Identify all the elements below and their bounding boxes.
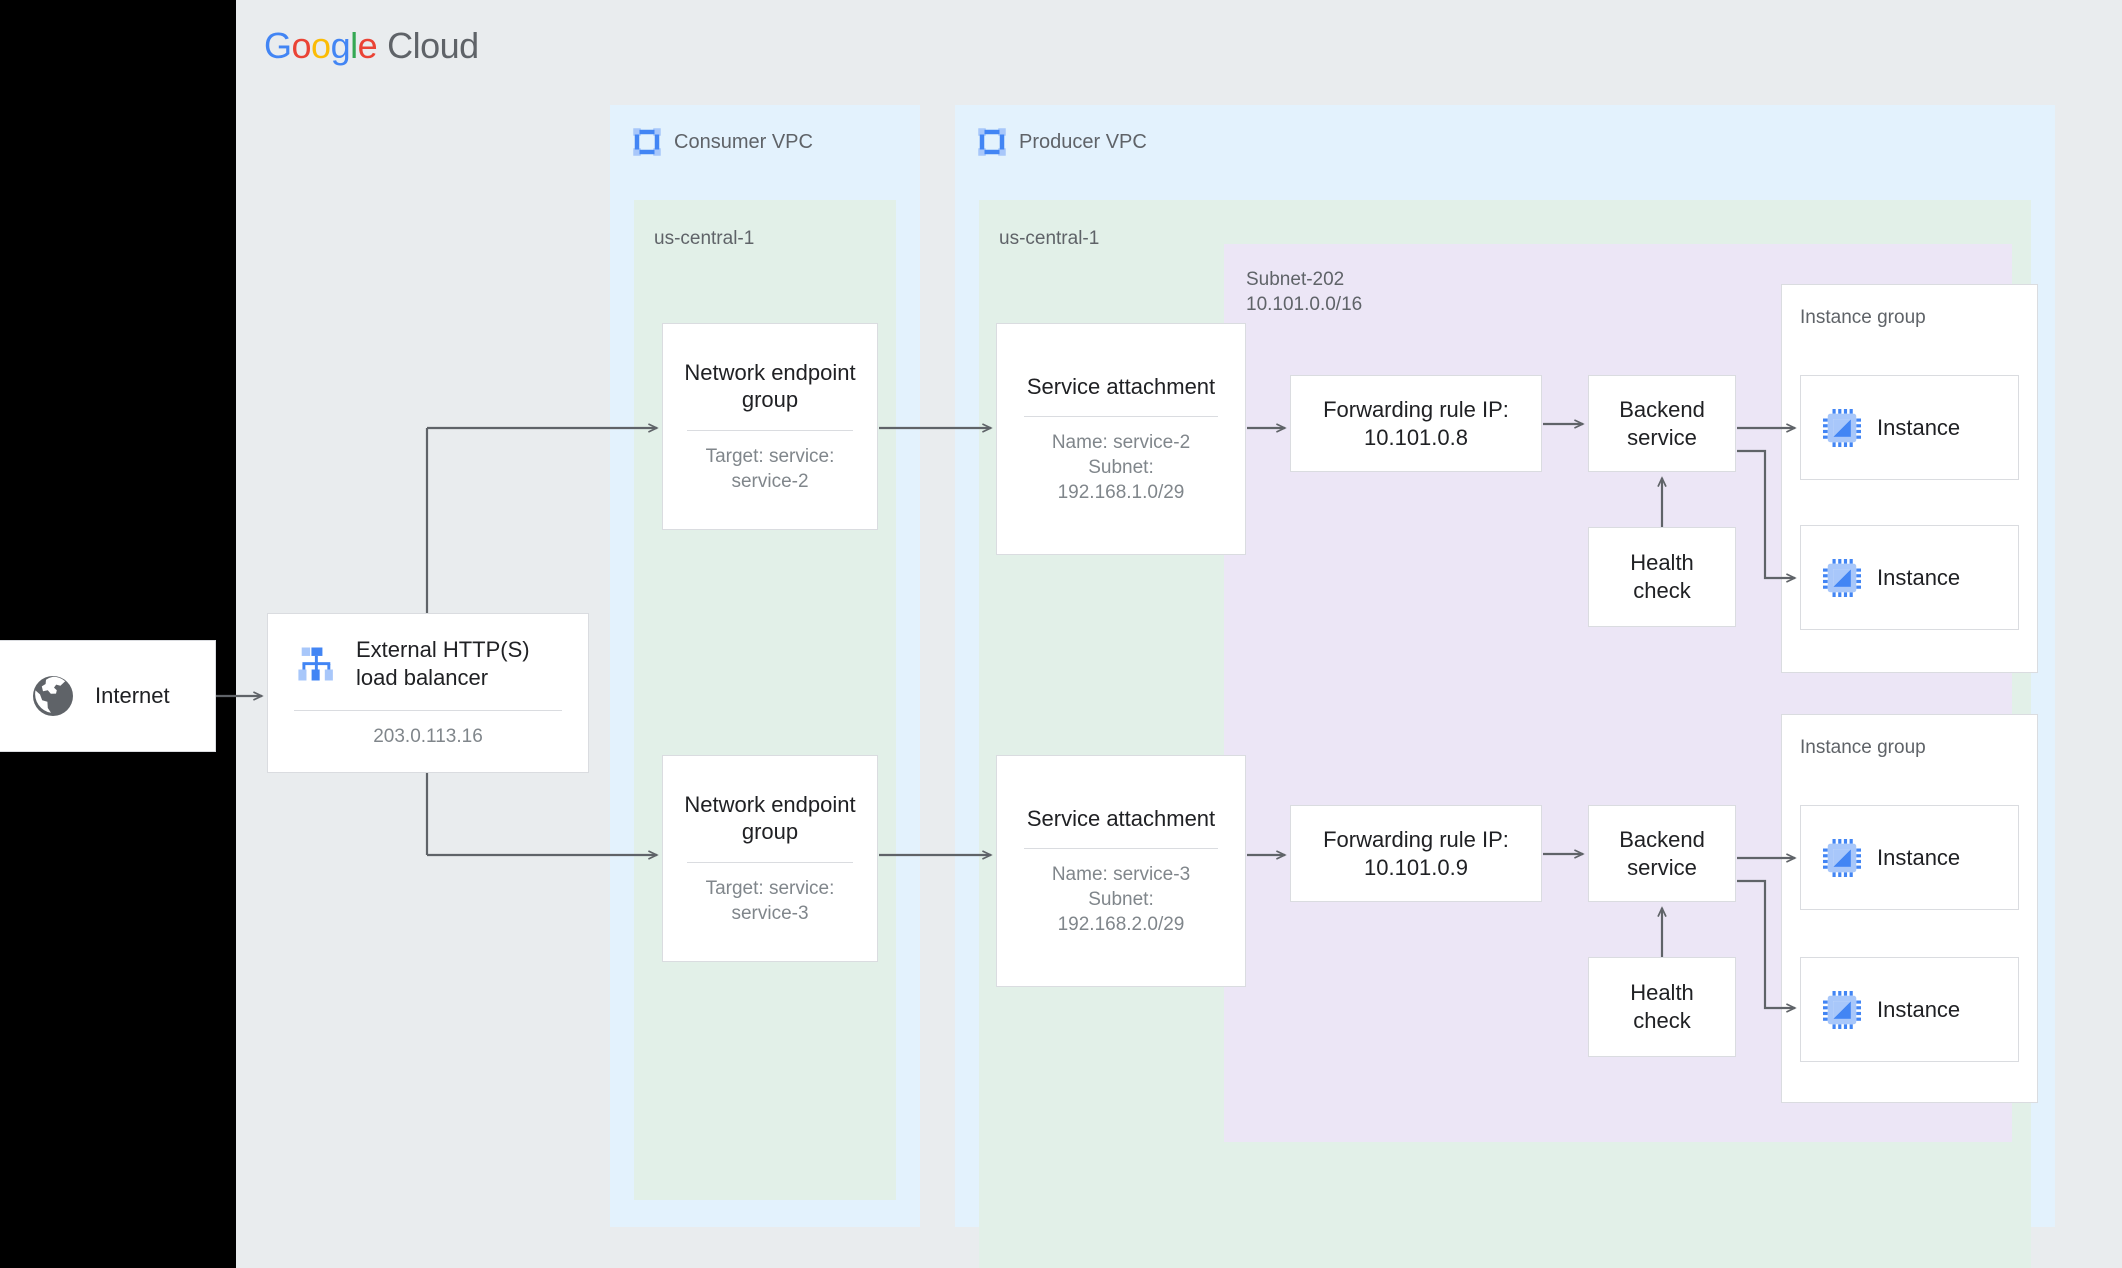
instance-1-1-label: Instance [1877, 414, 1961, 440]
forwarding-rule-1-title: Forwarding rule IP: 10.101.0.8 [1323, 396, 1509, 450]
service-attachment-2-separator [1024, 848, 1218, 850]
neg-2-title: Network endpoint group [684, 791, 856, 845]
vpc-icon [978, 128, 1006, 156]
neg-1-target: Target: service: service-2 [705, 446, 835, 492]
load-balancer-head: External HTTP(S) load balancer [268, 636, 588, 691]
neg-1-separator [686, 430, 854, 432]
instance-group-2-label: Instance group [1800, 737, 1926, 758]
service-attachment-1[interactable]: Service attachment Name: service-2 Subne… [996, 323, 1246, 555]
instance-1-1[interactable]: Instance [1800, 375, 2019, 480]
external-http-load-balancer[interactable]: External HTTP(S) load balancer 203.0.113… [267, 613, 589, 773]
subnet-202-label: Subnet-202 10.101.0.0/16 [1246, 269, 1363, 316]
logo-letter-g1: G [264, 25, 292, 66]
producer-region-label: us-central-1 [999, 228, 1100, 249]
consumer-vpc-container: Consumer VPC us-central-1 [610, 105, 920, 1227]
instance-1-2-label: Instance [1877, 564, 1961, 590]
backend-service-2[interactable]: Backend service [1588, 805, 1736, 902]
health-check-1-title: Health check [1630, 550, 1694, 603]
health-check-2[interactable]: Health check [1588, 957, 1736, 1057]
consumer-vpc-title: Consumer VPC [674, 130, 813, 153]
instance-1-2[interactable]: Instance [1800, 525, 2019, 630]
logo-letter-o2: o [311, 25, 331, 66]
network-endpoint-group-2[interactable]: Network endpoint group Target: service: … [662, 755, 878, 962]
health-check-2-title: Health check [1630, 980, 1694, 1033]
cpu-icon [1823, 408, 1861, 447]
logo-letter-e: e [357, 25, 378, 66]
vpc-icon [633, 128, 661, 156]
forwarding-rule-2[interactable]: Forwarding rule IP: 10.101.0.9 [1290, 805, 1542, 902]
logo-letter-l: l [350, 25, 358, 66]
backend-service-2-title: Backend service [1619, 826, 1705, 880]
neg-1-title: Network endpoint group [684, 359, 856, 413]
service-attachment-2-details: Name: service-3 Subnet: 192.168.2.0/29 [1051, 864, 1191, 935]
service-attachment-1-separator [1024, 416, 1218, 418]
producer-vpc-title: Producer VPC [1019, 130, 1147, 153]
logo-letter-g2: g [330, 25, 351, 66]
backend-service-1[interactable]: Backend service [1588, 375, 1736, 472]
instance-2-2-label: Instance [1877, 996, 1961, 1022]
load-balancer-title: External HTTP(S) load balancer [356, 637, 530, 691]
service-attachment-1-title: Service attachment [1026, 373, 1216, 399]
load-balancer-icon [298, 647, 333, 681]
logo-letter-o1: o [291, 25, 312, 66]
instance-2-1-label: Instance [1877, 844, 1961, 870]
backend-service-1-title: Backend service [1619, 396, 1705, 450]
cpu-icon [1823, 838, 1861, 877]
forwarding-rule-2-title: Forwarding rule IP: 10.101.0.9 [1323, 826, 1509, 880]
instance-2-1[interactable]: Instance [1800, 805, 2019, 910]
neg-2-target: Target: service: service-3 [705, 878, 835, 924]
consumer-vpc-header: Consumer VPC [610, 105, 813, 179]
service-attachment-1-details: Name: service-2 Subnet: 192.168.1.0/29 [1051, 432, 1191, 503]
load-balancer-ip: 203.0.113.16 [373, 725, 483, 747]
internet-label: Internet [95, 683, 170, 708]
internet-node[interactable]: Internet [0, 640, 216, 752]
service-attachment-2[interactable]: Service attachment Name: service-3 Subne… [996, 755, 1246, 987]
forwarding-rule-1[interactable]: Forwarding rule IP: 10.101.0.8 [1290, 375, 1542, 472]
service-attachment-2-title: Service attachment [1026, 805, 1216, 831]
load-balancer-separator [293, 709, 563, 711]
network-endpoint-group-1[interactable]: Network endpoint group Target: service: … [662, 323, 878, 530]
logo-word-cloud: Cloud [387, 25, 479, 66]
globe-icon [33, 676, 73, 716]
neg-2-separator [686, 862, 854, 864]
instance-2-2[interactable]: Instance [1800, 957, 2019, 1062]
health-check-1[interactable]: Health check [1588, 527, 1736, 627]
instance-group-1-label: Instance group [1800, 307, 1926, 328]
cpu-icon [1823, 558, 1861, 597]
consumer-region-label: us-central-1 [654, 228, 755, 249]
cpu-icon [1823, 990, 1861, 1029]
producer-vpc-header: Producer VPC [955, 105, 1147, 179]
